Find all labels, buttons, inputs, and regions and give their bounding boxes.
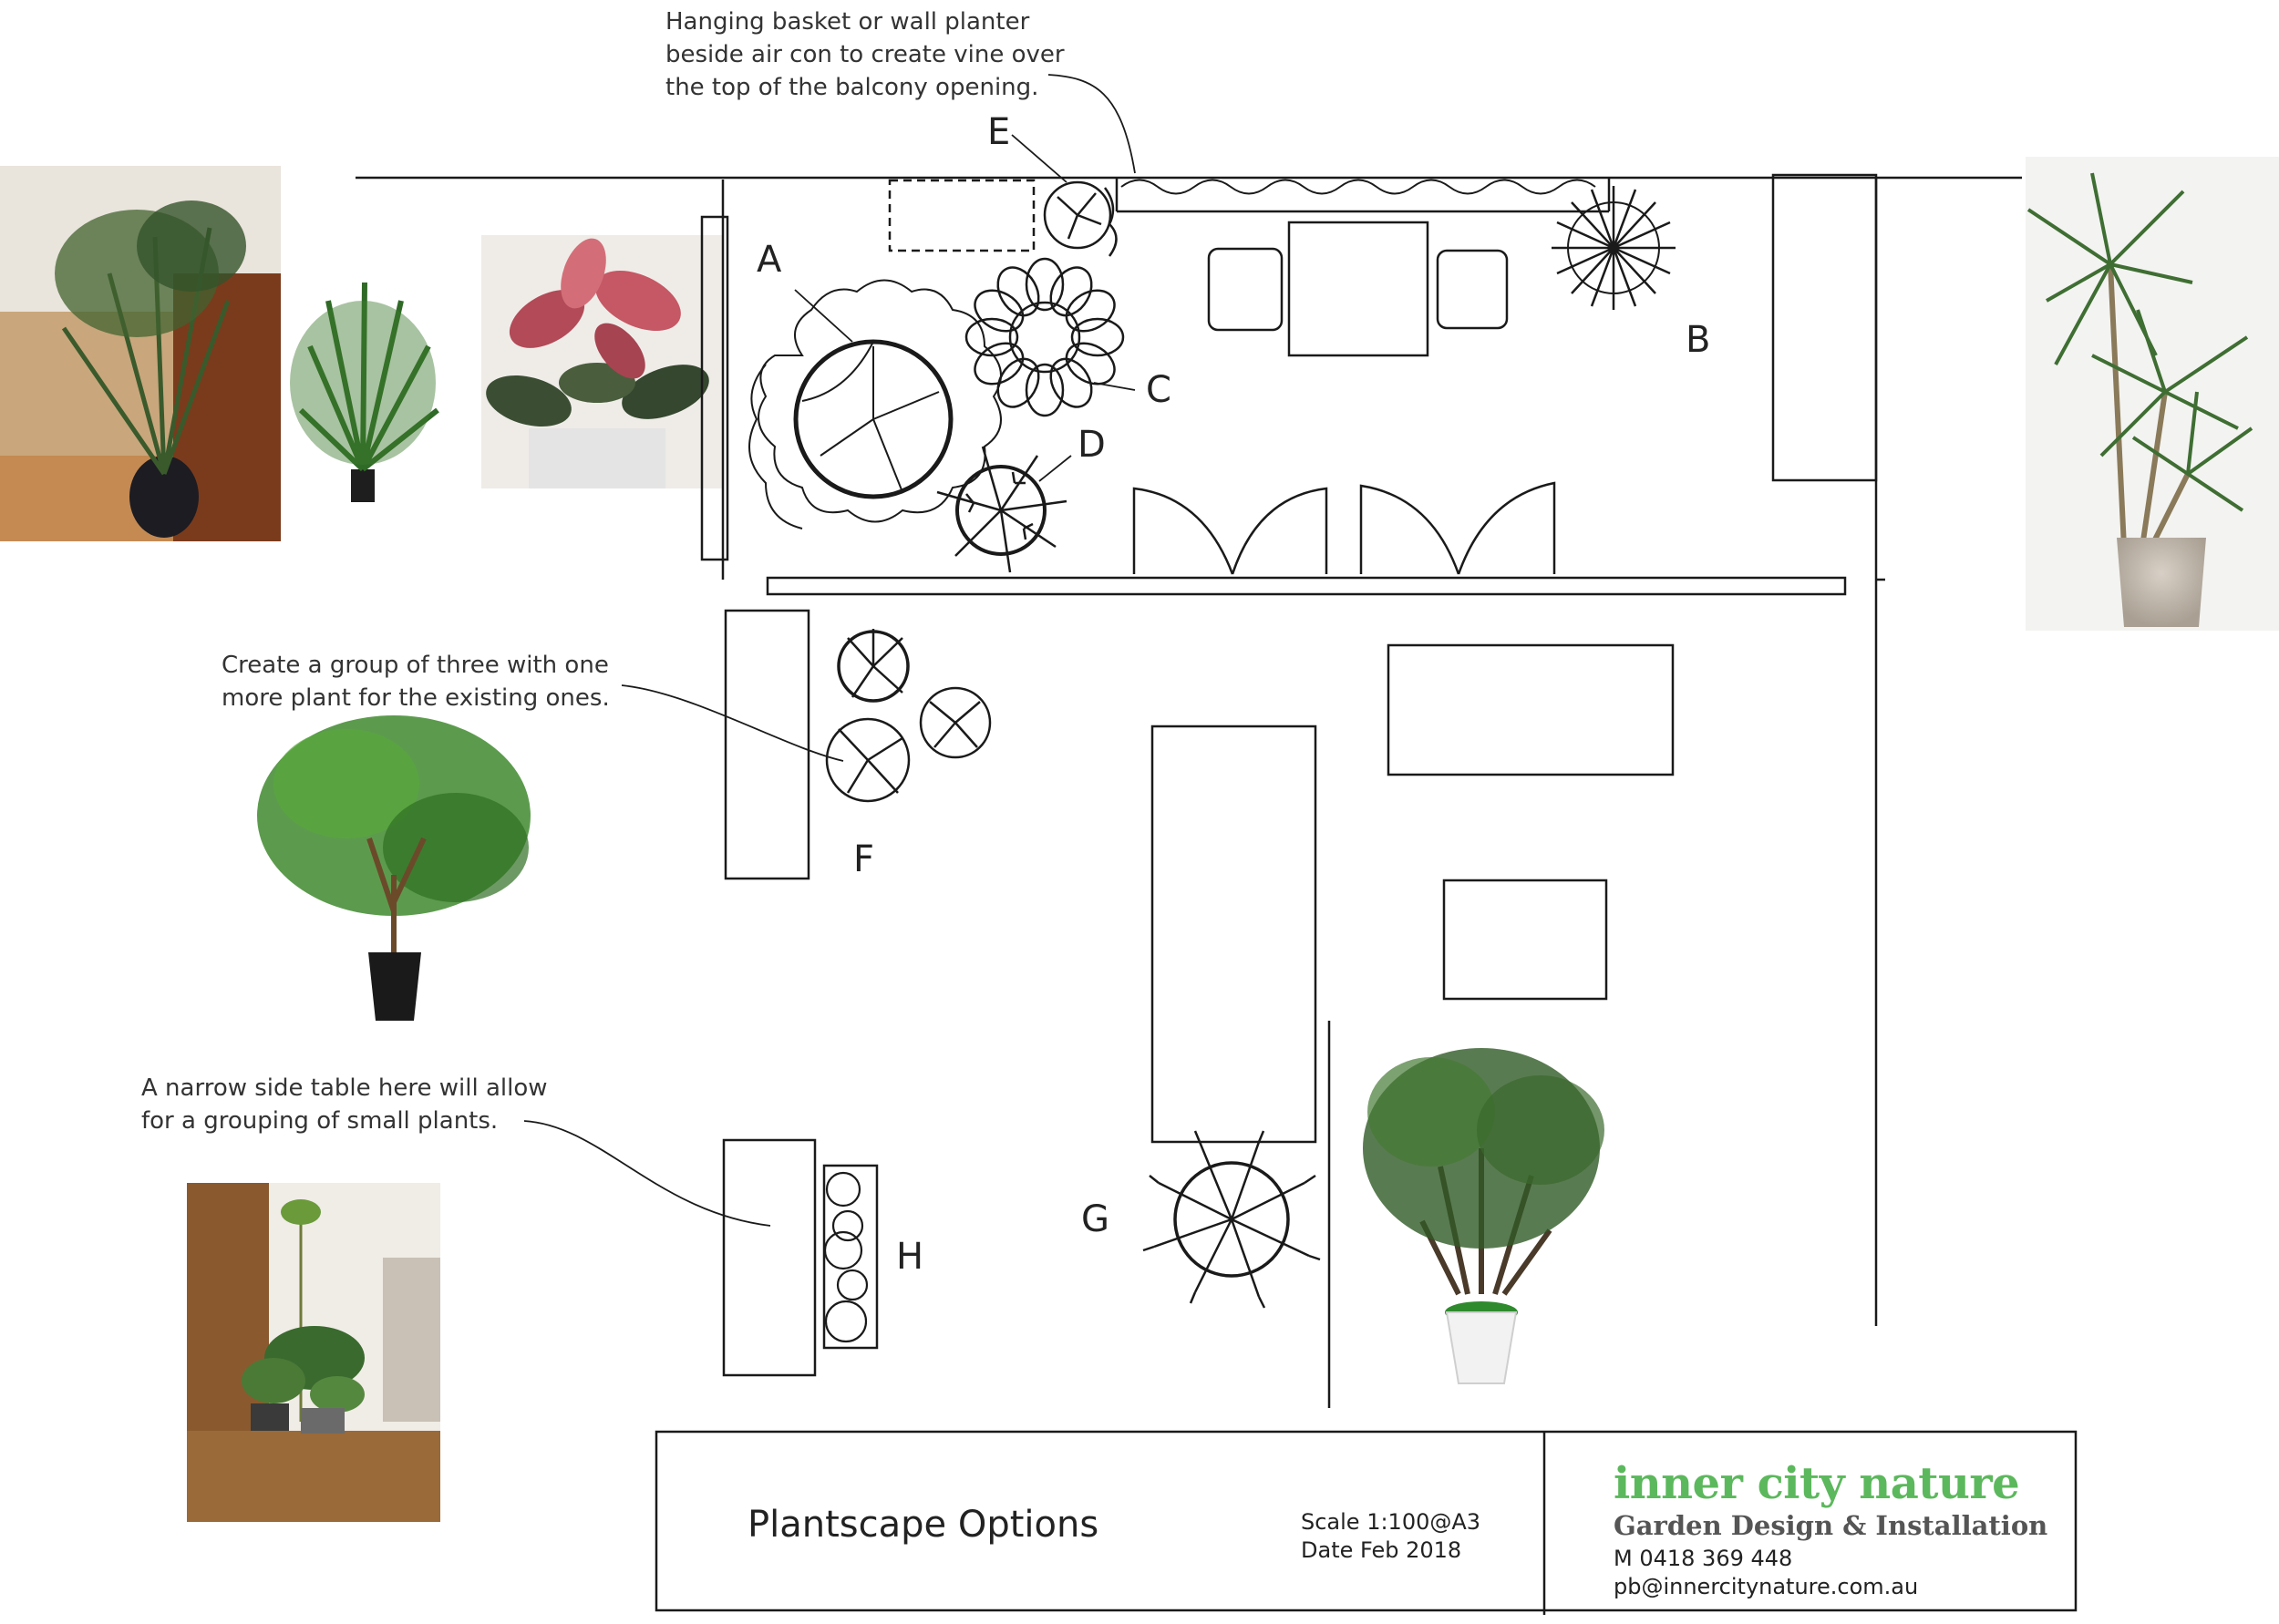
plant-symbol-f [825, 629, 992, 803]
brand-tagline: Garden Design & Installation [1614, 1510, 2048, 1541]
indoor-palm-room-photo [0, 166, 281, 541]
annotation-side-table-line: for a grouping of small plants. [141, 1107, 499, 1135]
plant-label-d: D [1078, 424, 1106, 466]
annotation-vine-line: beside air con to create vine over [665, 41, 1065, 68]
plant-symbol-h [823, 1171, 869, 1343]
phone-text: M 0418 369 448 [1614, 1546, 1793, 1571]
annotation-vine: Hanging basket or wall planter beside ai… [665, 5, 1065, 104]
side-table-plants-photo [187, 1183, 440, 1522]
plant-symbol-d [936, 446, 1067, 573]
plant-symbol-b [1552, 186, 1676, 310]
leader-lines [523, 74, 1136, 1227]
plant-symbol-c [964, 257, 1125, 417]
title-block [655, 1430, 2078, 1615]
annotation-group-line: more plant for the existing ones. [222, 684, 610, 712]
annotation-group: Create a group of three with one more pl… [222, 649, 610, 714]
date-text: Date Feb 2018 [1301, 1537, 1462, 1563]
plan-walls [356, 173, 2022, 1408]
plant-label-e: E [987, 111, 1011, 153]
plant-label-f: F [853, 838, 875, 880]
plant-symbol-g [1142, 1130, 1321, 1309]
plant-symbol-a [748, 279, 1002, 529]
rubber-plant-photo [481, 235, 722, 488]
annotation-vine-line: the top of the balcony opening. [665, 74, 1039, 101]
parlour-palm-photo [283, 264, 465, 529]
ficus-photo [239, 702, 567, 1034]
plant-label-a: A [757, 239, 782, 281]
dracaena-photo [2026, 157, 2279, 631]
vine-symbol [1120, 179, 1596, 195]
plant-label-h: H [896, 1236, 924, 1278]
plant-label-c: C [1146, 369, 1171, 411]
annotation-group-line: Create a group of three with one [222, 652, 609, 679]
drawing-title: Plantscape Options [748, 1504, 1099, 1546]
scale-text: Scale 1:100@A3 [1301, 1509, 1481, 1535]
annotation-side-table: A narrow side table here will allow for … [141, 1072, 548, 1137]
plant-label-b: B [1686, 319, 1711, 361]
plant-label-g: G [1081, 1198, 1109, 1240]
plant-symbol-e [1043, 180, 1118, 257]
brand-name: inner city nature [1614, 1458, 2020, 1509]
rhapis-palm-photo [1333, 1021, 1634, 1403]
email-text: pb@innercitynature.com.au [1614, 1574, 1919, 1599]
annotation-side-table-line: A narrow side table here will allow [141, 1074, 548, 1102]
annotation-vine-line: Hanging basket or wall planter [665, 8, 1030, 36]
